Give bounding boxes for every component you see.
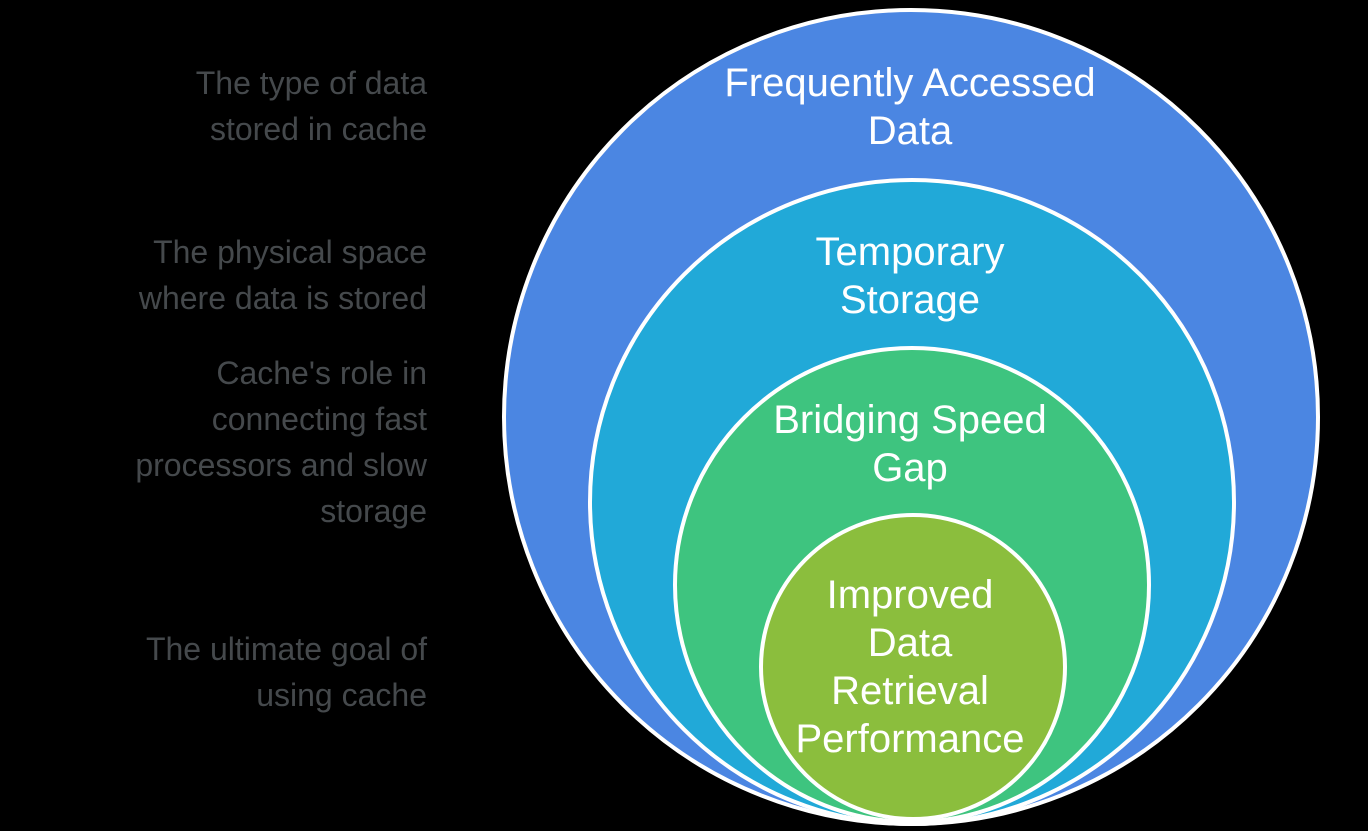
ring-title-improved-data-retrieval-performance: Improved Data Retrieval Performance <box>795 573 1025 761</box>
ring-title-temporary-storage: Temporary Storage <box>815 230 1005 322</box>
side-note-cache-role: Cache's role in connecting fast processo… <box>135 355 427 529</box>
side-note-physical-space: The physical space where data is stored <box>138 234 427 316</box>
circle-improved-data-retrieval-performance <box>759 513 1067 821</box>
side-note-ultimate-goal: The ultimate goal of using cache <box>145 631 427 713</box>
ring-title-bridging-speed-gap: Bridging Speed Gap <box>773 398 1047 490</box>
ring-title-frequently-accessed-data: Frequently Accessed Data <box>724 61 1096 153</box>
side-note-type-of-data: The type of data stored in cache <box>195 65 427 147</box>
